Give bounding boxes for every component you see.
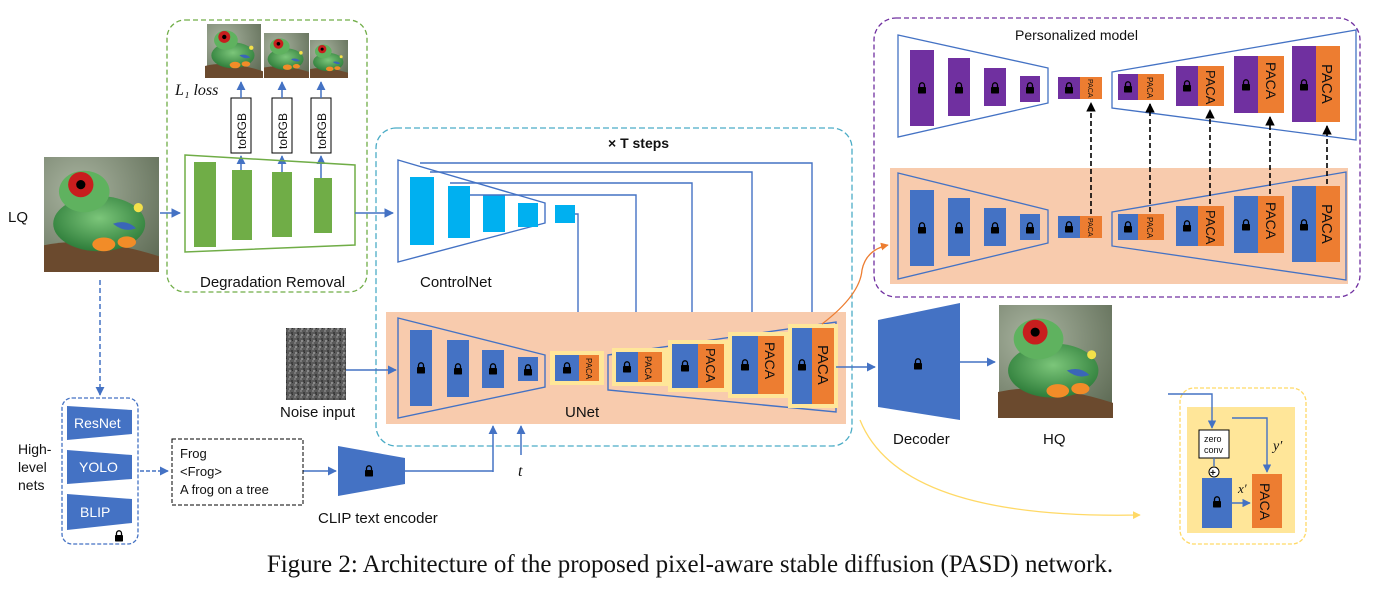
diffusion-steps-box xyxy=(375,127,853,447)
loss-frog-image-small-icon xyxy=(310,40,348,78)
zero-conv-box xyxy=(1198,429,1230,459)
high-level-label-1: High- xyxy=(18,441,52,457)
base-dec-paca-label-4: PACA xyxy=(1318,204,1335,244)
text-prompt-box xyxy=(171,438,304,506)
yolo-label: YOLO xyxy=(79,459,118,475)
personalized-encoder xyxy=(897,34,1049,138)
blip-block xyxy=(67,494,132,530)
personal-mid-paca-label: PACA xyxy=(1086,79,1093,98)
unet-dec-paca-label-4: PACA xyxy=(814,345,831,385)
nets-lock-icon xyxy=(114,530,124,542)
steps-label: × T steps xyxy=(608,135,669,151)
unet-dec-paca-label-2: PACA xyxy=(703,348,718,383)
decoder-label: Decoder xyxy=(893,431,950,448)
loss-frog-image-large-icon xyxy=(205,24,263,78)
prompt-line-1: Frog xyxy=(180,446,207,461)
degradation-removal-encoder xyxy=(184,154,356,253)
prompt-line-3: A frog on a tree xyxy=(180,482,269,497)
personal-dec-paca-label-1: PACA xyxy=(1145,77,1154,99)
torgb-label-2: toRGB xyxy=(276,113,290,149)
controlnet-label: ControlNet xyxy=(420,274,493,291)
vae-decoder xyxy=(878,303,960,420)
resnet-block xyxy=(67,406,132,440)
high-level-label-2: level xyxy=(18,459,47,475)
degradation-removal-box xyxy=(166,19,368,293)
zero-conv-label-2: conv xyxy=(1204,445,1224,455)
torgb-label-1: toRGB xyxy=(235,113,249,149)
torgb-group: toRGB toRGB toRGB xyxy=(230,81,332,178)
base-decoder xyxy=(1111,171,1347,281)
unet-dec-paca-label-3: PACA xyxy=(762,342,778,380)
personal-dec-paca-label-3: PACA xyxy=(1263,62,1279,100)
high-level-label-3: nets xyxy=(18,477,44,493)
personal-dec-paca-label-2: PACA xyxy=(1203,70,1218,105)
torgb-label-3: toRGB xyxy=(315,113,329,149)
paca-transfer-arrows xyxy=(1086,102,1332,214)
noise-input-label: Noise input xyxy=(280,404,356,421)
controlnet-encoder xyxy=(397,159,546,263)
personalized-model-label: Personalized model xyxy=(1015,27,1138,43)
unet-encoder xyxy=(397,317,546,419)
base-dec-paca-label-3: PACA xyxy=(1263,202,1279,240)
unet-mid-paca-label: PACA xyxy=(584,358,593,380)
base-dec-paca-label-2: PACA xyxy=(1203,210,1218,245)
personalized-model-box xyxy=(873,17,1361,298)
loss-frog-image-medium-icon xyxy=(264,33,309,78)
timestep-label: t xyxy=(518,463,523,480)
paca-detail-box xyxy=(1179,387,1307,545)
l1-loss-label: L₁ loss xyxy=(174,82,218,99)
unet-dec-paca-label-1: PACA xyxy=(643,356,653,380)
degradation-removal-label: Degradation Removal xyxy=(200,274,345,291)
prompt-line-2: <Frog> xyxy=(180,464,222,479)
resnet-label: ResNet xyxy=(74,415,121,431)
figure-caption: Figure 2: Architecture of the proposed p… xyxy=(267,551,1113,578)
lq-label: LQ xyxy=(8,209,28,226)
unet-label: UNet xyxy=(565,404,600,421)
lq-frog-image-icon xyxy=(44,157,159,272)
noise-image-icon xyxy=(286,328,346,400)
hq-label: HQ xyxy=(1043,431,1066,448)
base-encoder xyxy=(897,172,1049,280)
base-dec-paca-label-1: PACA xyxy=(1145,217,1154,239)
blip-label: BLIP xyxy=(80,504,110,520)
personal-dec-paca-label-4: PACA xyxy=(1318,64,1335,104)
x-prime-label: x′ xyxy=(1237,481,1247,496)
controlnet-connections xyxy=(420,162,817,345)
zero-conv-label-1: zero xyxy=(1204,434,1222,444)
clip-text-encoder-label: CLIP text encoder xyxy=(318,510,438,527)
paca-detail-block xyxy=(1252,474,1282,528)
personalized-decoder xyxy=(1111,29,1357,141)
paca-detail-label: PACA xyxy=(1257,483,1273,521)
base-mid-paca-label: PACA xyxy=(1086,218,1093,237)
high-level-nets-box xyxy=(61,397,139,545)
y-prime-label: y′ xyxy=(1271,439,1283,454)
add-node-label: + xyxy=(1210,468,1216,479)
hq-frog-image-icon xyxy=(998,305,1113,418)
yolo-block xyxy=(67,450,132,484)
